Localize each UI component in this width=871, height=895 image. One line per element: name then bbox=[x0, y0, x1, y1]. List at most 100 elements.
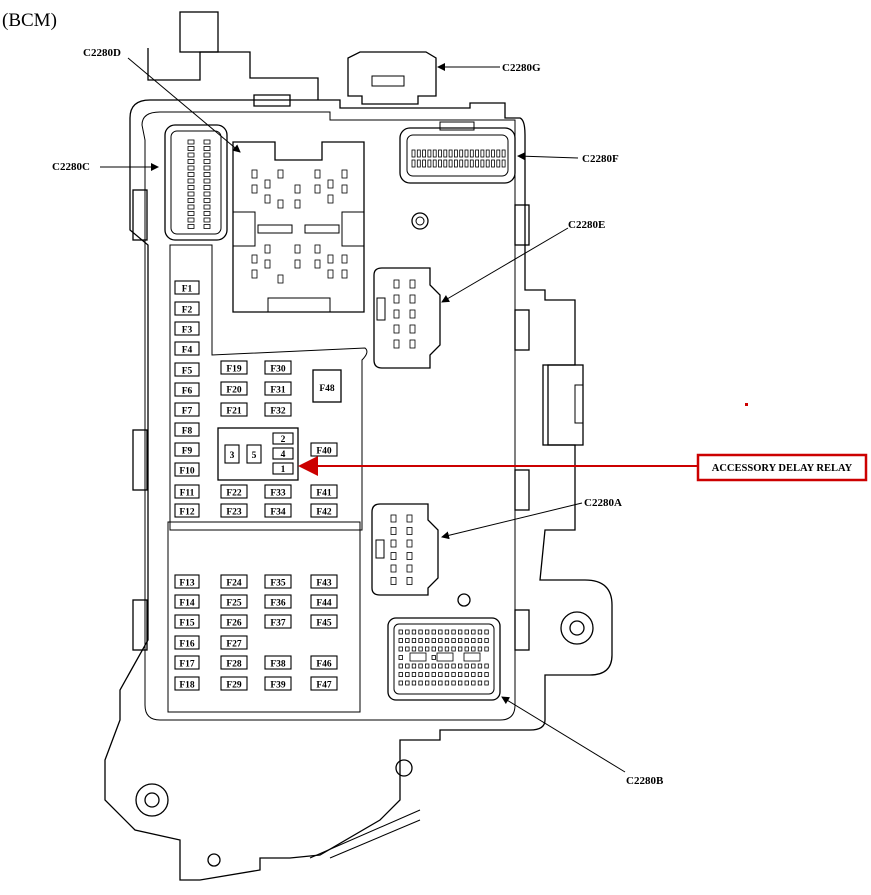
svg-text:F5: F5 bbox=[182, 367, 193, 377]
connector-pin bbox=[438, 159, 442, 168]
fuse-f42: F42 bbox=[310, 503, 338, 518]
connector-pin bbox=[485, 159, 490, 168]
connector-pin bbox=[294, 244, 301, 254]
fuse-f8: F8 bbox=[174, 422, 200, 437]
svg-text:F30: F30 bbox=[270, 365, 286, 375]
bcm-housing bbox=[104, 11, 613, 881]
fuse-f17: F17 bbox=[174, 655, 200, 670]
connector-c2280a bbox=[371, 503, 439, 596]
svg-text:F46: F46 bbox=[316, 660, 332, 670]
connector-pin bbox=[398, 672, 403, 677]
fuse-f10: F10 bbox=[174, 462, 200, 477]
svg-text:F21: F21 bbox=[226, 407, 242, 417]
connector-pin bbox=[294, 199, 301, 209]
leader-c2280e bbox=[441, 227, 569, 303]
connector-pin bbox=[398, 629, 403, 635]
connector-pin bbox=[444, 629, 450, 635]
connector-pin bbox=[453, 149, 458, 158]
connector-pin bbox=[501, 159, 506, 168]
connector-pin bbox=[484, 663, 489, 669]
svg-text:F22: F22 bbox=[226, 489, 242, 499]
connector-pin bbox=[405, 663, 410, 669]
svg-text:F7: F7 bbox=[182, 407, 193, 417]
fuse-f30: F30 bbox=[264, 360, 292, 375]
connector-pin bbox=[294, 259, 301, 269]
svg-text:F43: F43 bbox=[316, 579, 332, 589]
connector-pin bbox=[424, 638, 430, 643]
connector-pin bbox=[484, 638, 489, 643]
connector-pin bbox=[406, 577, 413, 585]
connector-pin bbox=[411, 149, 416, 158]
connector-pin bbox=[398, 680, 403, 686]
connector-pin bbox=[187, 178, 195, 184]
connector-pin bbox=[187, 146, 195, 151]
svg-text:F20: F20 bbox=[226, 386, 242, 396]
connector-pin bbox=[418, 629, 423, 635]
fuse-f48: F48 bbox=[319, 384, 335, 394]
connector-pin bbox=[203, 165, 211, 171]
connector-pin bbox=[471, 646, 476, 652]
connector-pin bbox=[443, 159, 448, 168]
connector-pin bbox=[457, 638, 463, 643]
connector-pin bbox=[432, 149, 437, 158]
fuse-f37: F37 bbox=[264, 614, 292, 629]
connector-pin bbox=[451, 663, 456, 669]
svg-text:F23: F23 bbox=[226, 508, 242, 518]
connector-pin bbox=[471, 629, 476, 635]
connector-pin bbox=[431, 646, 436, 652]
connector-pin bbox=[393, 294, 400, 304]
connector-pin bbox=[484, 646, 489, 652]
connector-pin bbox=[501, 149, 506, 158]
svg-text:F35: F35 bbox=[270, 579, 286, 589]
connector-c2280b bbox=[387, 617, 501, 701]
fuse-f19: F19 bbox=[220, 360, 248, 375]
connector-pin bbox=[496, 149, 501, 158]
svg-text:F34: F34 bbox=[270, 508, 286, 518]
fuse-f25: F25 bbox=[220, 594, 248, 609]
connector-pin bbox=[443, 149, 448, 158]
connector-pin bbox=[448, 149, 453, 158]
connector-pin bbox=[406, 539, 413, 548]
fuse-f6: F6 bbox=[174, 382, 200, 397]
connector-pin bbox=[438, 638, 443, 643]
connector-pin bbox=[480, 149, 485, 158]
connector-pin bbox=[405, 646, 410, 652]
svg-text:F12: F12 bbox=[179, 508, 195, 518]
connector-pin bbox=[393, 279, 400, 289]
connector-pin bbox=[477, 629, 483, 635]
connector-pin bbox=[406, 552, 413, 560]
svg-text:F44: F44 bbox=[316, 599, 332, 609]
label-c2280e: C2280E bbox=[568, 219, 605, 231]
connector-pin bbox=[431, 638, 436, 643]
connector-pin bbox=[484, 680, 489, 686]
connector-pin bbox=[411, 629, 417, 635]
fuse-f28: F28 bbox=[220, 655, 248, 670]
svg-text:F10: F10 bbox=[179, 467, 195, 477]
svg-text:F6: F6 bbox=[182, 387, 193, 397]
connector-pin bbox=[431, 629, 436, 635]
connector-pin bbox=[409, 279, 416, 289]
connector-pin bbox=[451, 646, 456, 652]
relay-pin-2: 2 bbox=[281, 435, 286, 445]
connector-pin bbox=[409, 339, 416, 349]
fuse-f5: F5 bbox=[174, 362, 200, 377]
connector-pin bbox=[327, 194, 334, 204]
connector-pin bbox=[393, 324, 400, 334]
connector-pin bbox=[424, 663, 430, 669]
connector-pin bbox=[464, 672, 469, 677]
svg-text:F13: F13 bbox=[179, 579, 195, 589]
connector-pin bbox=[464, 629, 469, 635]
connector-pin bbox=[484, 629, 489, 635]
svg-text:F42: F42 bbox=[316, 508, 332, 518]
connector-pin bbox=[264, 179, 271, 189]
connector-pin bbox=[480, 159, 485, 168]
connector-pin bbox=[491, 159, 495, 168]
svg-text:F8: F8 bbox=[182, 427, 193, 437]
relay-pin-4: 4 bbox=[281, 450, 286, 460]
label-c2280f: C2280F bbox=[582, 153, 619, 165]
connector-pin bbox=[422, 159, 427, 168]
connector-pin bbox=[411, 646, 417, 652]
connector-pin bbox=[477, 672, 483, 677]
connector-pin bbox=[463, 652, 481, 662]
connector-pin bbox=[418, 680, 423, 686]
